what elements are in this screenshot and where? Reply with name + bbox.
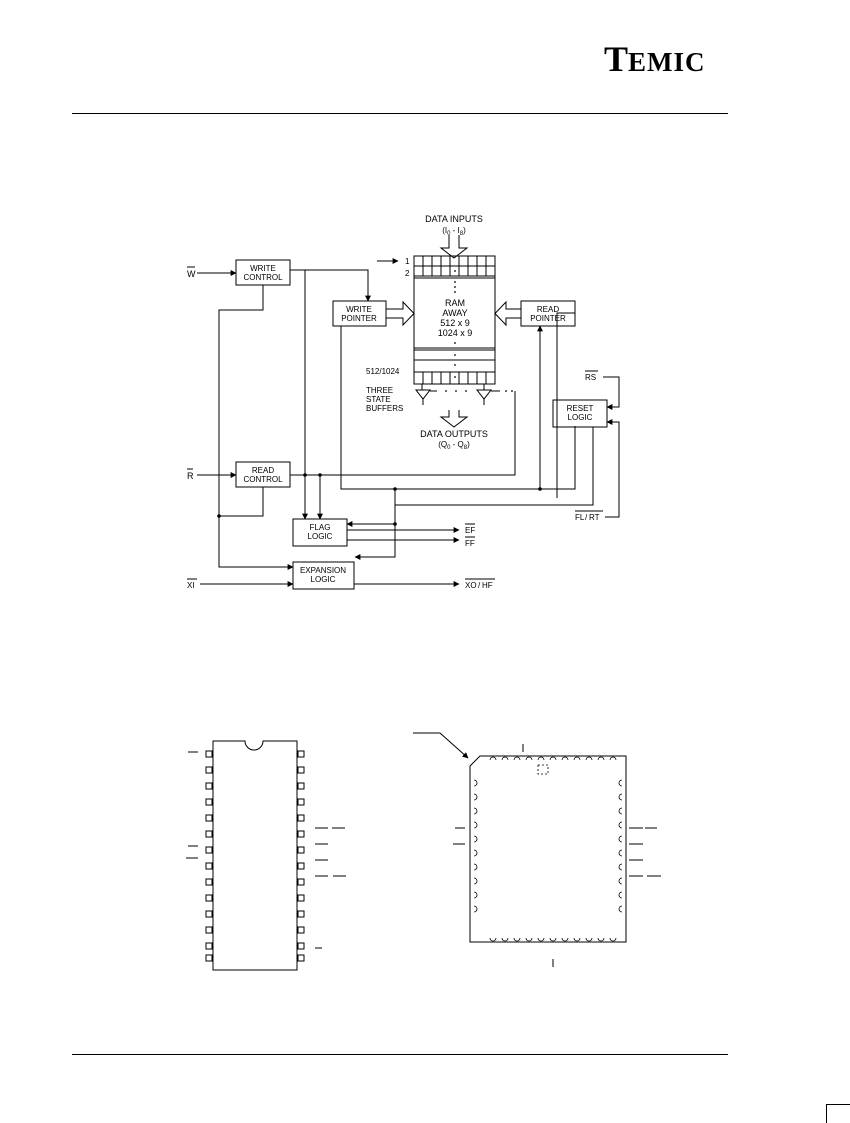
read-pointer-label: READ [537,305,559,314]
buffer-dots [445,390,513,392]
rp-loop-2 [354,489,396,560]
reset-to-flag [395,427,594,506]
three-state-label: STATE [366,395,391,404]
write-control-label: WRITE [250,264,276,273]
reset-logic-label: RESET [567,404,594,413]
signal-fl-sep: / [585,513,588,522]
write-pointer-label: POINTER [341,314,377,323]
ram-label: RAM [445,298,465,308]
ram-label: 1024 x 9 [438,328,473,338]
expansion-logic-box [292,561,355,590]
footer-rule [72,1054,728,1055]
read-pointer-bus-arrow [494,300,521,327]
rc-to-buffers [290,391,516,476]
rp-right [556,312,575,498]
buffer-triangle [414,389,432,400]
ram-array [413,255,496,385]
logo-rest: EMIC [628,47,706,77]
rc-left-loop [219,487,264,517]
signal-w: W [187,269,196,279]
plcc-left-pins [473,779,478,913]
read-control-label: READ [252,466,274,475]
plcc-top-pins [489,756,617,775]
read-pointer-label: POINTER [530,314,566,323]
buffer-triangle [475,389,493,400]
reset-logic-label: LOGIC [568,413,593,422]
wp-loop [340,326,576,490]
dip-left-pins [205,750,213,962]
data-inputs-range: (I0 - I8) [442,226,466,237]
plcc-package [413,732,661,967]
signal-xo: XO [465,581,477,590]
flrt-line [605,419,620,518]
page-corner-mark [826,1104,850,1123]
block-diagram: DATA INPUTS (I0 - I8) RAM AWAY 512 x [187,214,620,590]
row-1-label: 1 [405,257,410,266]
dip-overbar-marks [186,751,346,949]
row-2-label: 2 [405,269,410,278]
write-pointer-label: WRITE [346,305,372,314]
dip-package [186,740,346,971]
read-control-label: CONTROL [243,475,283,484]
data-outputs-arrow [439,410,469,428]
signal-ff: FF [465,539,475,548]
flag-logic-label: LOGIC [308,532,333,541]
three-state-label: BUFFERS [366,404,403,413]
expansion-logic-label: LOGIC [311,575,336,584]
signal-hf: HF [482,581,493,590]
reset-logic-box [552,399,608,428]
signal-ef: EF [465,526,475,535]
dip-right-pins [297,750,305,962]
header-rule [72,113,728,114]
flag-logic-label: FLAG [310,523,331,532]
data-outputs-range: (Q0 - Q8) [438,440,470,451]
plcc-bottom-pins [489,937,617,942]
write-pointer-bus-arrow [386,300,415,327]
write-control-label: CONTROL [243,273,283,282]
plcc-pointer-arrow [413,732,469,759]
write-pointer-box [332,300,387,327]
expansion-logic-label: EXPANSION [300,566,346,575]
temic-logo: TEMIC [604,38,734,79]
ram-label: AWAY [442,308,467,318]
signal-xo-sep: / [478,581,481,590]
plcc-overbar-marks [453,827,661,877]
dip-body [212,740,298,971]
signal-r: R [187,471,194,481]
signal-rs: RS [585,373,596,382]
signal-fl: FL [575,513,585,522]
logo-initial: T [604,39,629,79]
ram-label: 512 x 9 [440,318,470,328]
wc-left-loop [218,285,294,570]
signal-xi: XI [187,581,195,590]
ram-dots [454,270,456,378]
data-inputs-label: DATA INPUTS [425,214,483,224]
wc-to-wp [290,269,371,302]
three-state-label: THREE [366,386,393,395]
rs-line [603,376,620,410]
plcc-body [469,755,627,943]
row-last-label: 512/1024 [366,367,400,376]
ram-cell-grid [422,256,487,384]
plcc-right-pins [618,779,623,913]
junction-dots [217,473,542,526]
data-inputs-arrow [439,235,469,259]
data-outputs-label: DATA OUTPUTS [420,429,488,439]
signal-rt: RT [589,513,600,522]
